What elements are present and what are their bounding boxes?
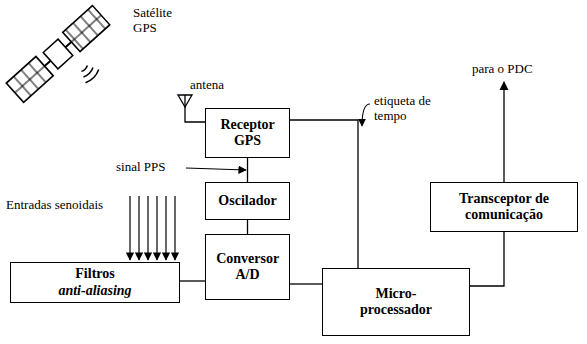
process-box: Filtrosanti-aliasing <box>10 262 180 303</box>
signal-wire <box>290 120 358 268</box>
annotation-label: etiqueta de tempo <box>374 94 444 124</box>
annotation-label: Entradas senoidais <box>6 198 103 213</box>
annotation-label: sinal PPS <box>116 160 166 175</box>
box-text: Conversor A/D <box>216 251 279 283</box>
input-arrow <box>129 196 130 260</box>
box-text: Oscilador <box>218 193 276 209</box>
signal-wire <box>470 232 504 286</box>
signal-wire <box>290 283 322 284</box>
box-text: Receptor GPS <box>220 117 274 149</box>
input-arrow <box>174 196 175 260</box>
input-arrow <box>156 196 157 260</box>
input-arrow <box>165 196 166 260</box>
signal-waves <box>81 65 98 82</box>
process-box: Transceptor de comunicação <box>430 182 578 232</box>
box-text: Micro- processador <box>360 286 432 318</box>
process-box: Receptor GPS <box>205 108 290 158</box>
process-box: Conversor A/D <box>205 234 290 300</box>
timestamp-leader <box>362 104 370 126</box>
satellite-illustration <box>6 6 110 103</box>
box-text: anti-aliasing <box>58 283 131 299</box>
annotation-label: antena <box>190 78 224 93</box>
input-arrows <box>130 196 175 260</box>
pps-arrow <box>186 168 246 170</box>
signal-wire <box>247 158 248 182</box>
box-text: Transceptor de comunicação <box>449 191 559 223</box>
signal-wire <box>180 280 205 281</box>
input-arrow <box>138 196 139 260</box>
box-text: Filtros <box>75 266 114 282</box>
process-box: Micro- processador <box>322 268 470 336</box>
annotation-label: Satélite GPS <box>133 6 172 36</box>
process-box: Oscilador <box>205 182 290 220</box>
signal-wire <box>247 220 248 234</box>
pdc-arrow <box>503 82 504 182</box>
input-arrow <box>147 196 148 260</box>
antenna-symbol <box>178 95 205 122</box>
annotation-label: para o PDC <box>472 62 533 77</box>
